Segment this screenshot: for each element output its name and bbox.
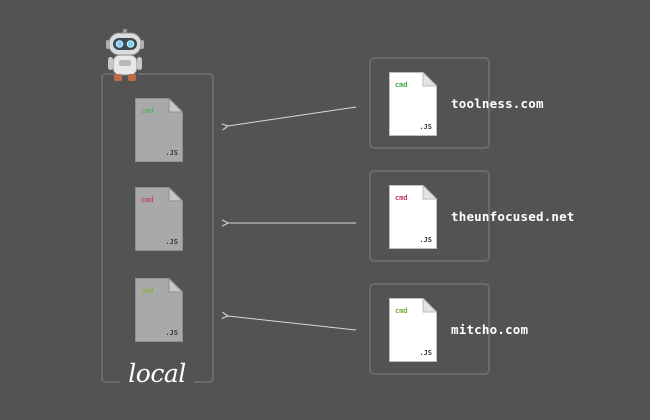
local-frame — [101, 73, 120, 383]
local-file-3: cmd .JS — [135, 278, 183, 342]
document-icon — [389, 72, 437, 136]
file-badge: cmd — [141, 196, 154, 204]
file-badge: cmd — [395, 81, 408, 89]
file-badge: cmd — [141, 287, 154, 295]
robot-icon — [104, 29, 146, 83]
remote-frame-3 — [369, 283, 490, 375]
document-icon — [389, 298, 437, 362]
local-file-2: cmd .JS — [135, 187, 183, 251]
file-extension: .JS — [419, 349, 432, 357]
domain-mitcho: mitcho.com — [451, 322, 529, 337]
document-icon — [389, 185, 437, 249]
file-badge: cmd — [395, 194, 408, 202]
remote-frame-1 — [369, 57, 490, 149]
file-badge: cmd — [141, 107, 154, 115]
file-extension: .JS — [419, 236, 432, 244]
arrow-1 — [228, 106, 357, 126]
domain-theunfocused: theunfocused.net — [451, 209, 575, 224]
file-extension: .JS — [165, 149, 178, 157]
document-icon — [135, 278, 183, 342]
file-extension: .JS — [165, 329, 178, 337]
local-label: local — [128, 359, 186, 388]
local-file-1: cmd .JS — [135, 98, 183, 162]
file-extension: .JS — [419, 123, 432, 131]
document-icon — [135, 187, 183, 251]
file-badge: cmd — [395, 307, 408, 315]
remote-file-1: cmd .JS — [389, 72, 437, 136]
remote-frame-2 — [369, 170, 490, 262]
remote-file-2: cmd .JS — [389, 185, 437, 249]
document-icon — [135, 98, 183, 162]
file-extension: .JS — [165, 238, 178, 246]
domain-toolness: toolness.com — [451, 96, 544, 111]
remote-file-3: cmd .JS — [389, 298, 437, 362]
arrow-3 — [228, 316, 357, 331]
